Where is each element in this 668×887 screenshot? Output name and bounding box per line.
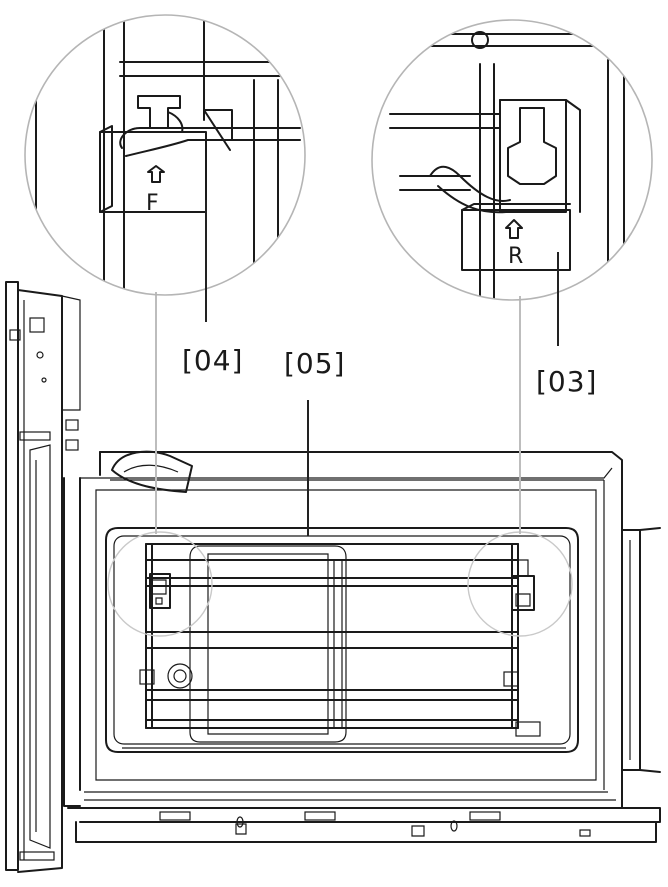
callout-04: [04] xyxy=(182,344,243,377)
shelf-runner-frame xyxy=(105,527,579,753)
front-marking: F xyxy=(146,191,159,216)
magnifier-ring-rear xyxy=(467,531,573,637)
rear-clip-small xyxy=(511,559,535,611)
callout-05: [05] xyxy=(284,347,345,380)
oven-cavity xyxy=(63,450,661,843)
detail-front-clip: F xyxy=(24,14,306,296)
rear-marking: R xyxy=(508,244,523,269)
oven-door xyxy=(5,281,81,873)
magnifier-ring-front xyxy=(107,531,213,637)
detail-rear-clip: R xyxy=(371,19,653,301)
front-clip-small xyxy=(149,573,171,609)
wire-shelf xyxy=(139,543,541,737)
callout-03: [03] xyxy=(536,365,597,398)
